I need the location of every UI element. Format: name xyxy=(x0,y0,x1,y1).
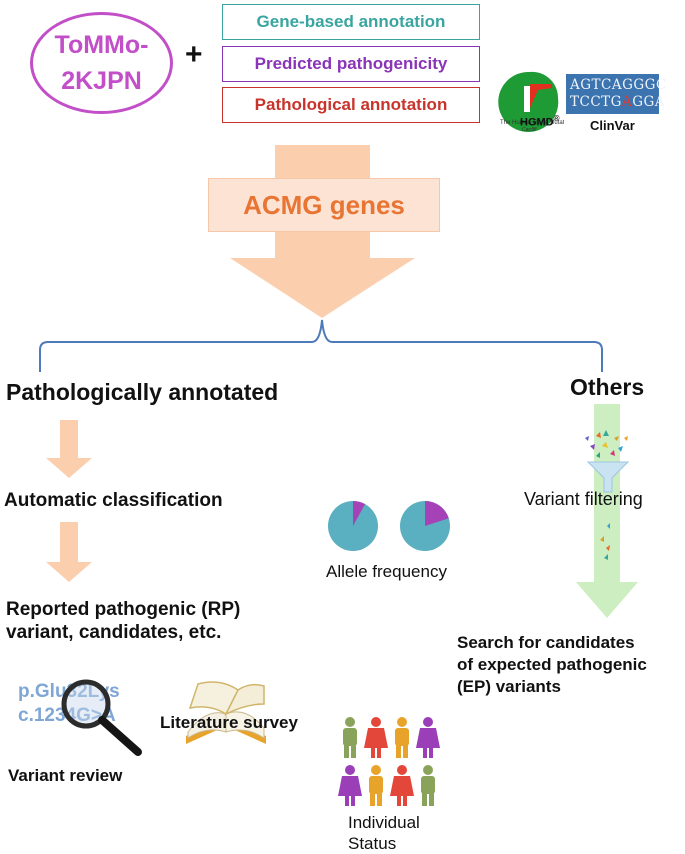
individual-line1: Individual xyxy=(348,813,420,832)
person-icon-6 xyxy=(369,765,383,806)
hgmd-logo-graphic: The Human Gene Mutation Database Cardiff xyxy=(498,71,600,133)
clinvar-seq-line2: TCCTGAGGA xyxy=(570,94,665,111)
arrow-to-automatic xyxy=(46,420,92,478)
search-candidates-label: Search for candidates of expected pathog… xyxy=(457,632,647,698)
people-icons xyxy=(338,717,440,806)
pie-2-slice xyxy=(425,501,449,526)
gene-based-annotation-box: Gene-based annotation xyxy=(222,4,480,40)
tommo-line1: ToMMo- xyxy=(54,31,149,59)
svg-text:The Human Gene Mutation Databa: The Human Gene Mutation Database xyxy=(500,120,564,126)
person-icon-2 xyxy=(364,717,388,758)
green-filter-arrow xyxy=(576,404,638,618)
individual-line2: Status xyxy=(348,834,397,853)
svg-text:Cardiff: Cardiff xyxy=(522,127,537,133)
variant-review-label: Variant review xyxy=(8,766,123,785)
hgmd-text: HGMD xyxy=(520,116,554,129)
person-icon-4 xyxy=(416,717,440,758)
variant-filtering-label: Variant filtering xyxy=(524,489,643,509)
plus-sign: + xyxy=(185,38,203,71)
search-line3: (EP) variants xyxy=(457,677,561,696)
reported-pathogenic-label: Reported pathogenic (RP) variant, candid… xyxy=(6,598,240,644)
literature-survey-label: Literature survey xyxy=(160,713,298,732)
search-line1: Search for candidates xyxy=(457,633,635,652)
predicted-pathogenicity-box: Predicted pathogenicity xyxy=(222,46,480,82)
pie-1-slice xyxy=(353,501,366,526)
automatic-classification-label: Automatic classification xyxy=(4,490,223,511)
clinvar-label: ClinVar xyxy=(590,118,635,133)
pathological-annotation-box: Pathological annotation xyxy=(222,87,480,123)
tommo-line2: 2KJPN xyxy=(61,67,142,95)
hgmd-label: HGMD® xyxy=(520,114,560,129)
hgmd-registered: ® xyxy=(553,114,560,123)
pathologically-annotated-heading: Pathologically annotated xyxy=(6,379,279,405)
clinvar-sequence-logo: AGTCAGGGC TCCTGAGGA xyxy=(566,74,667,114)
allele-frequency-label: Allele frequency xyxy=(326,562,447,581)
clinvar-seq-part-c: GGA xyxy=(632,94,666,110)
book-icon xyxy=(186,681,266,744)
funnel-icon xyxy=(586,461,630,493)
person-icon-3 xyxy=(395,717,409,758)
reported-line2: variant, candidates, etc. xyxy=(6,622,222,643)
clinvar-seq-highlight: A xyxy=(621,94,633,110)
hgmd-logo: The Human Gene Mutation Database Cardiff xyxy=(494,68,600,140)
branch-brace xyxy=(39,319,603,372)
person-icon-7 xyxy=(390,765,414,806)
person-icon-1 xyxy=(343,717,357,758)
person-icon-8 xyxy=(421,765,435,806)
reported-line1: Reported pathogenic (RP) xyxy=(6,599,241,620)
person-icon-5 xyxy=(338,765,362,806)
search-line2: of expected pathogenic xyxy=(457,655,647,674)
variant-pieces xyxy=(585,430,628,560)
clinvar-seq-part-a: TCCTG xyxy=(570,94,622,110)
allele-frequency-pies xyxy=(328,501,450,551)
acmg-genes-box: ACMG genes xyxy=(208,178,440,232)
magnifier-icon xyxy=(61,679,142,756)
clinvar-seq-line1: AGTCAGGGC xyxy=(570,77,667,93)
arrow-to-reported xyxy=(46,522,92,582)
others-heading: Others xyxy=(570,374,645,400)
tommo-2kjpn-ellipse: ToMMo- 2KJPN xyxy=(30,12,173,114)
individual-status-label: Individual Status xyxy=(348,812,420,854)
